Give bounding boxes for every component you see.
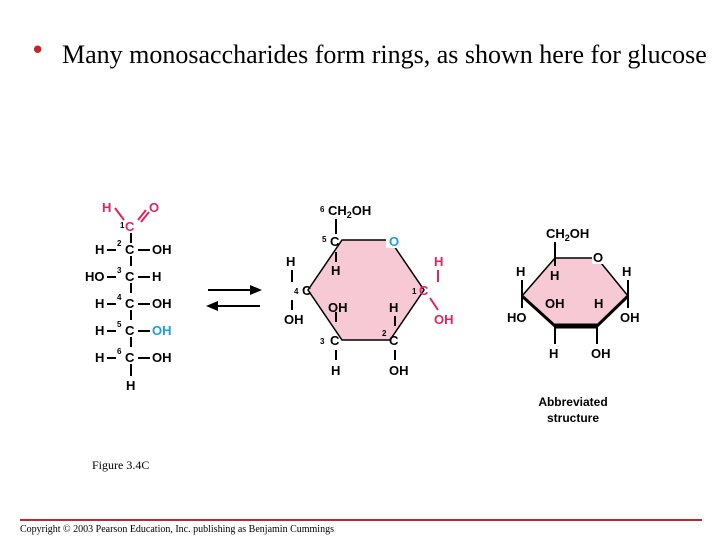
svg-text:H: H [331,363,340,378]
svg-text:H: H [286,254,295,269]
footer-rule [20,519,702,521]
figure-label: Figure 3.4C [92,458,150,472]
bullet-text: Many monosaccharides form rings, as show… [62,40,707,69]
svg-text:3: 3 [320,337,325,346]
svg-text:6: 6 [117,347,122,356]
svg-text:6: 6 [320,205,325,214]
svg-text:OH: OH [545,296,565,311]
svg-text:OH: OH [620,310,640,325]
svg-text:C: C [125,242,135,257]
anomeric-h: H [434,254,443,269]
svg-text:OH: OH [152,296,172,311]
svg-text:C: C [389,333,399,348]
svg-text:H: H [152,269,161,284]
abbrev-caption-line1: Abbreviated [538,395,608,409]
abbrev-hexagon [520,257,630,327]
svg-text:O: O [593,250,603,265]
svg-text:H: H [549,346,558,361]
svg-text:H: H [95,323,104,338]
svg-text:4: 4 [294,287,299,296]
svg-text:H: H [95,296,104,311]
linear-glucose: H O 1 C H 2 C OH HO 3 C H H 4 C OH H [85,200,172,393]
svg-text:C: C [125,323,135,338]
svg-text:HO: HO [85,269,105,284]
svg-text:1: 1 [412,287,417,296]
carbon-1: C [125,219,135,234]
svg-text:H: H [126,378,135,393]
ring-oxygen: O [389,234,399,249]
svg-text:OH: OH [328,300,348,315]
svg-text:H: H [389,300,398,315]
aldehyde-h: H [102,200,111,215]
svg-text:CH2OH: CH2OH [328,203,371,220]
svg-text:3: 3 [117,266,122,275]
svg-text:H: H [95,350,104,365]
svg-text:OH: OH [152,242,172,257]
abbrev-caption-line2: structure [546,411,599,425]
abbreviated-caption: Abbreviated structure [528,394,618,426]
svg-text:H: H [594,296,603,311]
c5-hydroxyl: OH [152,323,172,338]
svg-text:H: H [516,264,525,279]
svg-text:C: C [125,296,135,311]
svg-text:OH: OH [152,350,172,365]
anomeric-oh: OH [434,312,454,327]
svg-text:C: C [330,333,340,348]
svg-text:CH2OH: CH2OH [546,226,589,243]
svg-text:OH: OH [389,363,409,378]
carbon-1-ring: C [419,283,429,298]
ring-hexagon [307,239,425,341]
copyright-notice: Copyright © 2003 Pearson Education, Inc.… [20,524,334,535]
aldehyde-o: O [149,200,159,215]
bullet-dot: • [30,36,46,66]
svg-text:OH: OH [284,312,304,327]
svg-text:1: 1 [120,221,125,230]
svg-text:H: H [550,268,559,283]
svg-text:H: H [331,263,340,278]
svg-text:H: H [622,264,631,279]
svg-text:2: 2 [117,239,122,248]
svg-text:C: C [125,269,135,284]
svg-text:5: 5 [117,320,122,329]
svg-text:2: 2 [382,329,387,338]
svg-text:5: 5 [322,235,327,244]
svg-text:C: C [330,234,340,249]
svg-text:4: 4 [117,293,122,302]
svg-text:H: H [95,242,104,257]
svg-text:C: C [302,283,312,298]
svg-text:HO: HO [507,310,527,325]
ring-glucose: 6 CH2OH 5 C O H H 4 C OH OH 3 C H H 2 C … [284,203,454,378]
svg-text:C: C [125,350,135,365]
svg-text:OH: OH [591,346,611,361]
abbreviated-ring: CH2OH O H H HO OH H H OH H OH [507,226,640,361]
equilibrium-arrows [206,285,262,311]
